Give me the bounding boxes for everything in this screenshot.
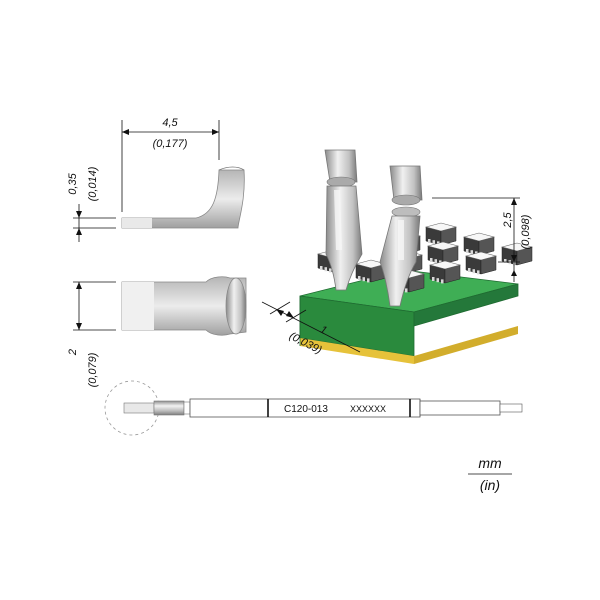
dim-height: 2,5 (0,098) (432, 197, 532, 282)
tip-width-in: (0,079) (87, 352, 99, 387)
soldering-tip-right (379, 165, 423, 307)
dim-tip-length: 4,5 (0,177) (121, 117, 220, 212)
chip-pin (470, 250, 473, 255)
chip-pin (430, 258, 433, 262)
cartridge: C120-013 XXXXXX (104, 380, 523, 436)
chip-pin (324, 267, 327, 272)
cartridge-model: C120-013 (284, 404, 328, 415)
chip-pin (468, 268, 471, 272)
unit-metric: mm (478, 455, 502, 471)
chip-component (500, 242, 534, 266)
tip-width-mm: 2 (67, 349, 79, 356)
cartridge-serial: XXXXXX (350, 404, 386, 414)
chip-component (424, 222, 458, 246)
chip-pin (504, 259, 507, 263)
chip-pin (466, 249, 469, 253)
chip-pin (472, 269, 475, 274)
chip-pin (436, 278, 439, 283)
units-legend: mm (in) (468, 455, 512, 493)
dim-tip-width: 2 (0,079) (67, 281, 116, 387)
tip-thickness-mm: 0,35 (67, 172, 79, 194)
tip-thickness-in: (0,014) (87, 166, 99, 201)
dim-tip-thickness: 0,35 (0,014) (67, 166, 116, 242)
tip-length-mm: 4,5 (162, 117, 178, 129)
chip-pin (367, 278, 370, 283)
chip-pin (432, 240, 435, 245)
chip-pin (358, 276, 361, 280)
height-mm: 2,5 (502, 211, 514, 228)
chip-pin (477, 270, 480, 275)
chip-pin (428, 239, 431, 243)
chip-pin (329, 268, 332, 273)
height-in: (0,098) (520, 214, 532, 249)
tip-top-view (121, 276, 247, 336)
application-view (299, 149, 534, 364)
unit-imperial: (in) (480, 477, 500, 493)
chip-pin (320, 266, 323, 270)
chip-component (428, 260, 462, 284)
chip-component (426, 241, 460, 265)
soldering-tip-left (324, 149, 363, 291)
chip-pin (405, 288, 408, 293)
tip-side-view (121, 166, 245, 229)
chip-pin (434, 259, 437, 264)
tip-length-in: (0,177) (153, 138, 188, 150)
chip-component (462, 232, 496, 256)
chip-pin (362, 277, 365, 282)
chip-pin (441, 279, 444, 284)
chip-pin (432, 277, 435, 281)
pitch-mm: 1 (318, 324, 329, 337)
chip-component (464, 251, 498, 275)
